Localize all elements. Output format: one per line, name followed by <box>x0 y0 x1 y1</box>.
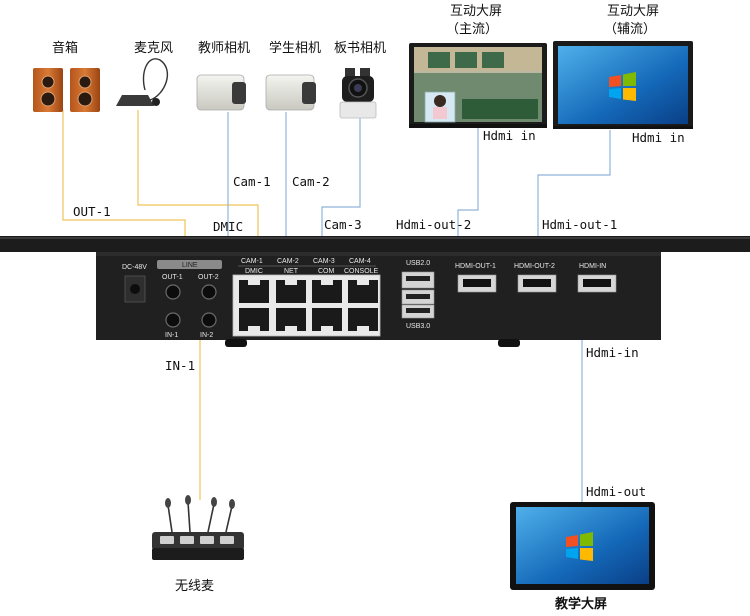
teaching-screen-label: 教学大屏 <box>554 596 607 612</box>
microphone-icon <box>116 58 169 106</box>
interactive-screen-aux <box>553 41 693 129</box>
dc-port-label: DC-48V <box>122 264 147 271</box>
port-label-com: COM <box>318 268 335 275</box>
teacher-camera-icon <box>196 74 246 111</box>
line-out2-label: OUT-2 <box>198 274 219 281</box>
line-label: LINE <box>182 262 198 269</box>
hdmi-in-device-connection-label: Hdmi-in <box>586 345 639 360</box>
hdmi-in-port-label: HDMI-IN <box>579 263 606 270</box>
hdmi-out1-port-label: HDMI-OUT-1 <box>455 263 496 270</box>
port-label-cam1: CAM-1 <box>241 258 263 265</box>
screen-aux-label-line2: （辅流） <box>604 22 656 37</box>
student-camera-icon <box>265 74 316 111</box>
speaker-label: 音箱 <box>52 40 78 56</box>
board-camera-icon <box>339 68 377 119</box>
windows-logo-icon <box>566 532 593 561</box>
line-in2-jack <box>201 312 217 328</box>
screen-main-label-line2: （主流） <box>446 22 498 37</box>
speaker-icon <box>33 68 100 112</box>
line-in2-label: IN-2 <box>200 332 213 339</box>
port-label-net: NET <box>284 268 299 275</box>
port-label-cam2: CAM-2 <box>277 258 299 265</box>
hdmi-in-aux-connection-label: Hdmi in <box>632 130 685 145</box>
line-out1-jack <box>165 284 181 300</box>
wireless-mic-label: 无线麦 <box>175 579 214 594</box>
cam2-connection-label: Cam-2 <box>292 174 330 189</box>
cam1-connection-label: Cam-1 <box>233 174 271 189</box>
port-label-console: CONSOLE <box>344 268 379 275</box>
hdmi-out-teaching-connection-label: Hdmi-out <box>586 484 646 499</box>
usb3-label: USB3.0 <box>406 323 430 330</box>
wireless-mic-icon <box>152 495 244 560</box>
main-device: DC-48V LINE OUT-1 OUT-2 IN-1 IN-2 CAM-1 … <box>0 236 750 347</box>
out1-connection-label: OUT-1 <box>73 204 111 219</box>
wires <box>62 110 611 503</box>
wire-hdmi-out1 <box>537 130 611 236</box>
wire-speaker <box>62 110 186 236</box>
interactive-screen-main <box>409 43 547 128</box>
line-in1-label: IN-1 <box>165 332 178 339</box>
usb2-label: USB2.0 <box>406 260 430 267</box>
teacher-camera-label: 教师相机 <box>198 40 250 56</box>
hdmi-out2-port-label: HDMI-OUT-2 <box>514 263 555 270</box>
in1-connection-label: IN-1 <box>165 358 195 373</box>
line-out1-label: OUT-1 <box>162 274 183 281</box>
microphone-label: 麦克风 <box>134 41 173 56</box>
port-label-cam4: CAM-4 <box>349 258 371 265</box>
teaching-screen <box>510 502 655 590</box>
screen-main-label-line1: 互动大屏 <box>450 4 502 19</box>
wire-hdmi-out2 <box>457 128 479 236</box>
line-in1-jack <box>165 312 181 328</box>
hdmi-out2-connection-label: Hdmi-out-2 <box>396 217 471 232</box>
board-camera-label: 板书相机 <box>334 41 386 56</box>
wire-cam3 <box>321 118 361 236</box>
student-camera-label: 学生相机 <box>269 40 321 56</box>
hdmi-in-main-connection-label: Hdmi in <box>483 128 536 143</box>
windows-logo-icon <box>609 72 636 101</box>
dmic-connection-label: DMIC <box>213 219 243 234</box>
cam3-connection-label: Cam-3 <box>324 217 362 232</box>
line-out2-jack <box>201 284 217 300</box>
wire-microphone <box>137 110 259 236</box>
screen-aux-label-line1: 互动大屏 <box>607 4 659 19</box>
port-label-dmic: DMIC <box>245 268 263 275</box>
port-label-cam3: CAM-3 <box>313 258 335 265</box>
hdmi-out1-connection-label: Hdmi-out-1 <box>542 217 617 232</box>
